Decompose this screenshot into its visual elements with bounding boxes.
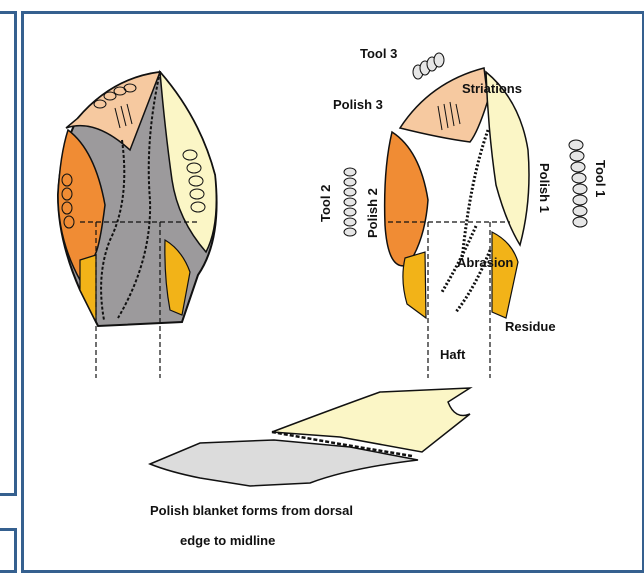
label-abrasion: Abrasion: [457, 255, 513, 270]
label-tool-2: Tool 2: [318, 185, 333, 222]
left-residue-left: [80, 255, 96, 322]
right-residue-right: [492, 232, 518, 318]
label-haft: Haft: [440, 347, 466, 362]
caption-line-1: Polish blanket forms from dorsal: [150, 503, 353, 518]
label-polish-2: Polish 2: [365, 188, 380, 238]
label-polish-1: Polish 1: [537, 163, 552, 213]
label-tool-1: Tool 1: [593, 160, 608, 197]
label-polish-3: Polish 3: [333, 97, 383, 112]
tool-3-glyph: [413, 53, 444, 79]
label-residue: Residue: [505, 319, 556, 334]
label-tool-3: Tool 3: [360, 46, 397, 61]
tool-1-glyph: [569, 140, 587, 227]
label-striations: Striations: [462, 81, 522, 96]
tool-2-glyph: [344, 168, 356, 236]
cross-section: [150, 388, 470, 486]
right-residue-left: [403, 252, 426, 318]
cross-section-lower-gray: [150, 440, 418, 486]
caption-line-2: edge to midline: [180, 533, 275, 548]
right-polish-1: [486, 72, 529, 245]
left-tool: [58, 72, 217, 378]
right-polish-2: [385, 132, 428, 266]
right-striations: [462, 130, 488, 260]
